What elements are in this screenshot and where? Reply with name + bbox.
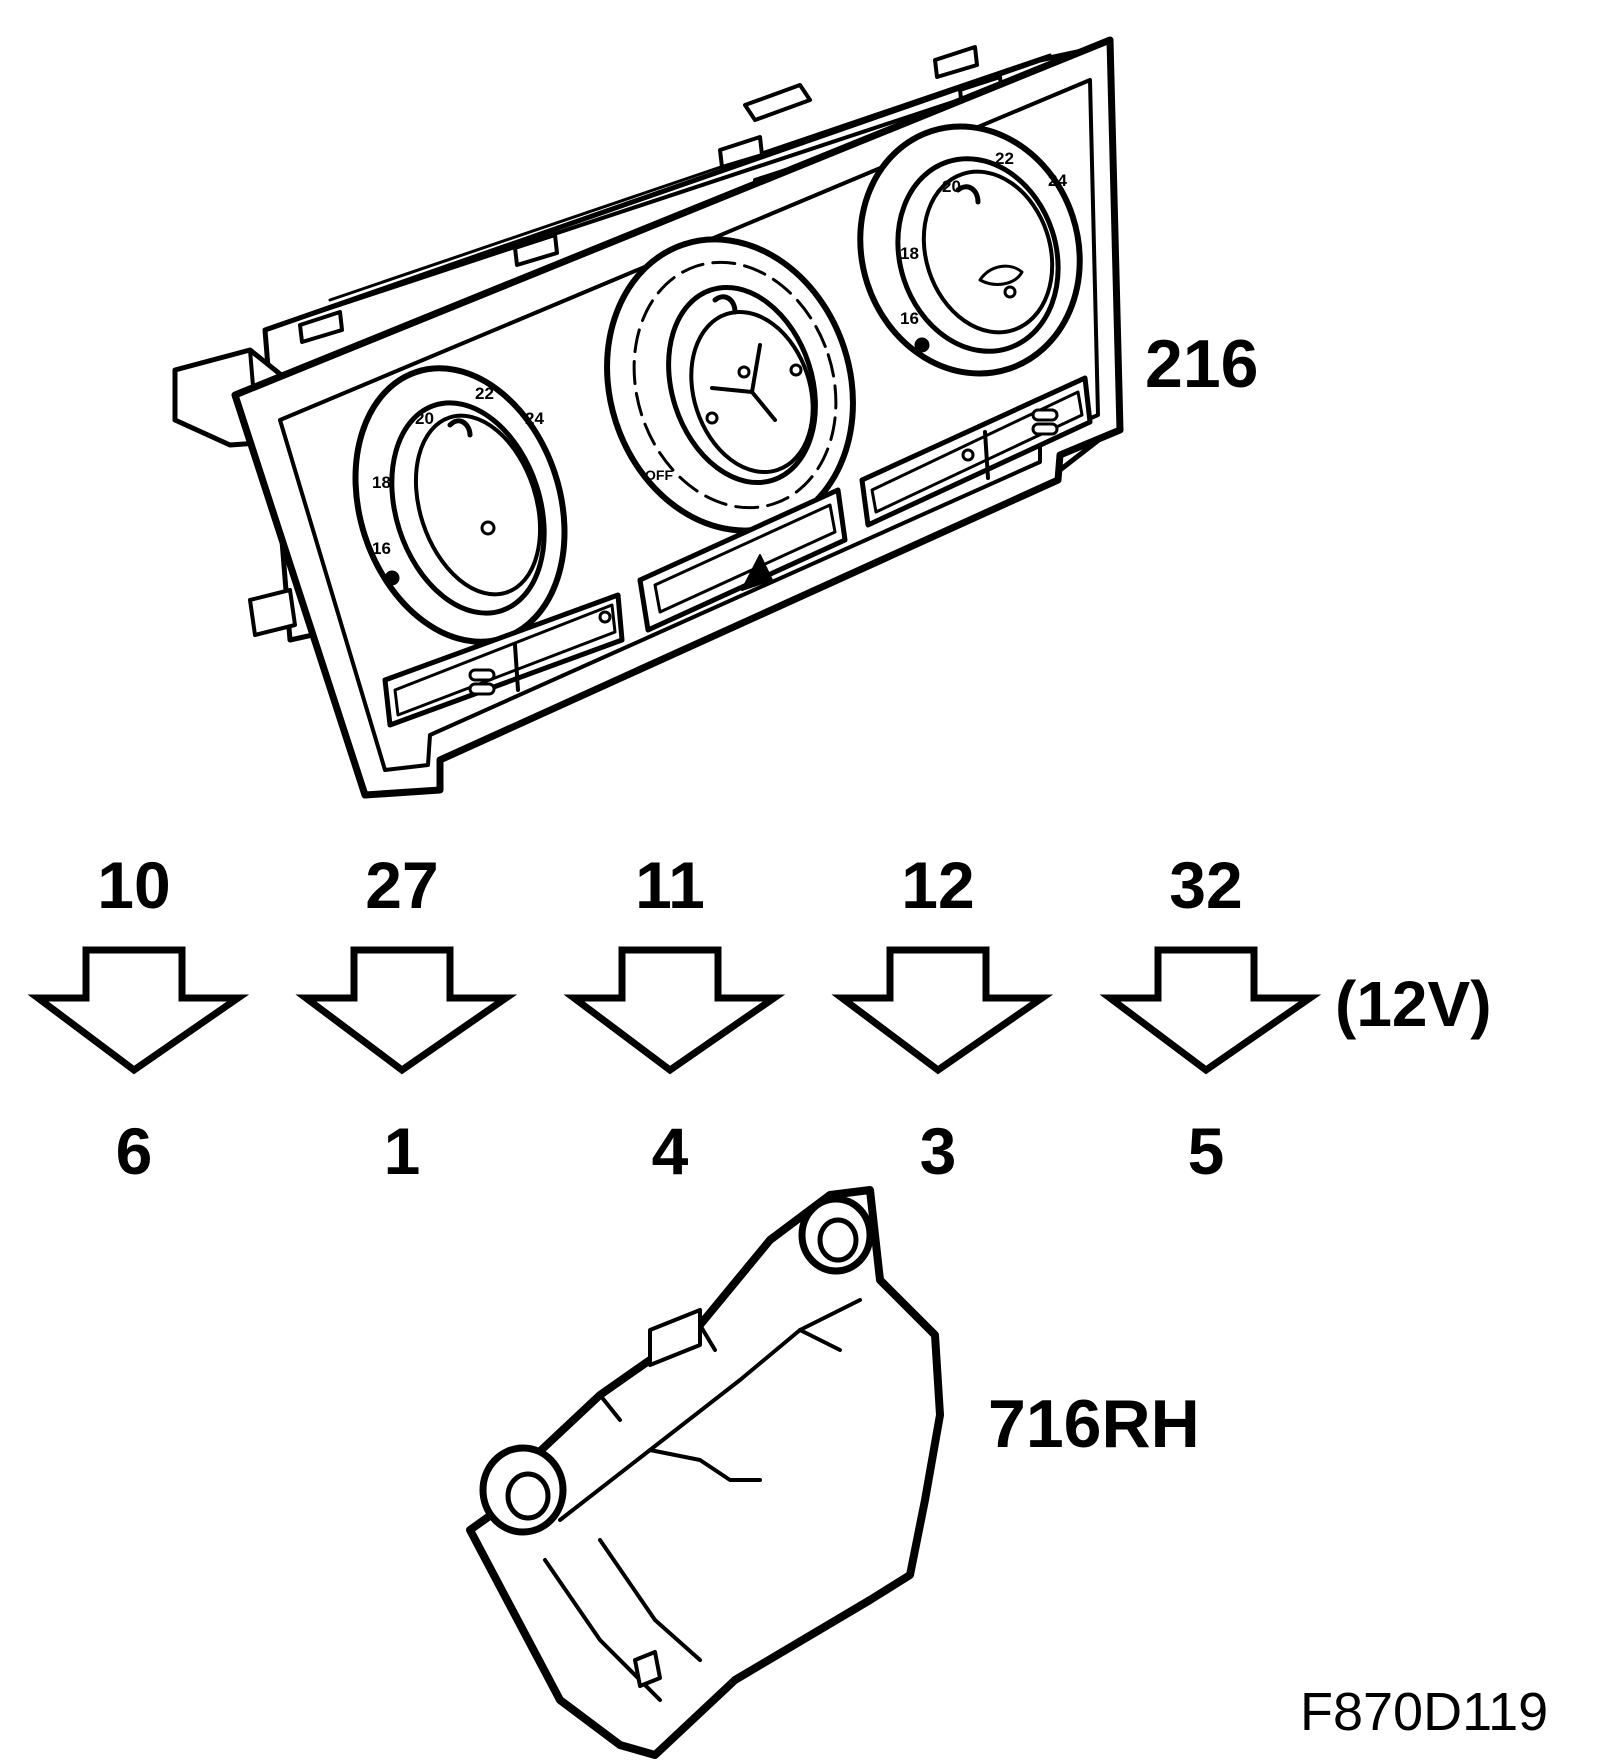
to-pin-label: 5 — [1187, 1114, 1225, 1188]
from-pin-label: 10 — [97, 848, 171, 922]
from-pin-label: 11 — [635, 848, 705, 922]
to-pin-label: 3 — [919, 1114, 957, 1188]
arrow-pin-32-to-5 — [1099, 946, 1322, 1075]
right-scale-16: 16 — [900, 309, 919, 328]
left-scale-22: 22 — [475, 384, 494, 403]
to-pin-label: 4 — [651, 1114, 689, 1188]
left-scale-16: 16 — [372, 539, 391, 558]
from-pin-label: 32 — [1169, 848, 1243, 922]
left-scale-24: 24 — [525, 409, 544, 428]
figure-reference: F870D119 — [1300, 1682, 1549, 1742]
label-control-panel-216: 216 — [1145, 326, 1259, 402]
to-pin-label: 6 — [115, 1114, 153, 1188]
label-actuator-716rh: 716RH — [988, 1386, 1200, 1462]
arrow-pin-10-to-6 — [27, 946, 250, 1075]
right-scale-18: 18 — [900, 244, 919, 263]
right-scale-22: 22 — [995, 149, 1014, 168]
arrow-pin-27-to-1 — [295, 946, 518, 1075]
arrow-pin-12-to-3 — [831, 946, 1054, 1075]
from-pin-label: 12 — [901, 848, 975, 922]
control-panel-216 — [172, 36, 1124, 799]
actuator-716rh — [466, 1186, 944, 1759]
to-pin-label: 1 — [383, 1114, 421, 1188]
right-scale-20: 20 — [942, 177, 961, 196]
left-scale-18: 18 — [372, 473, 391, 492]
left-scale-20: 20 — [415, 409, 434, 428]
voltage-note: (12V) — [1335, 968, 1492, 1040]
fan-off-label: OFF — [645, 467, 673, 483]
arrow-pin-11-to-4 — [563, 946, 786, 1075]
from-pin-label: 27 — [365, 848, 439, 922]
right-scale-24: 24 — [1048, 171, 1067, 190]
